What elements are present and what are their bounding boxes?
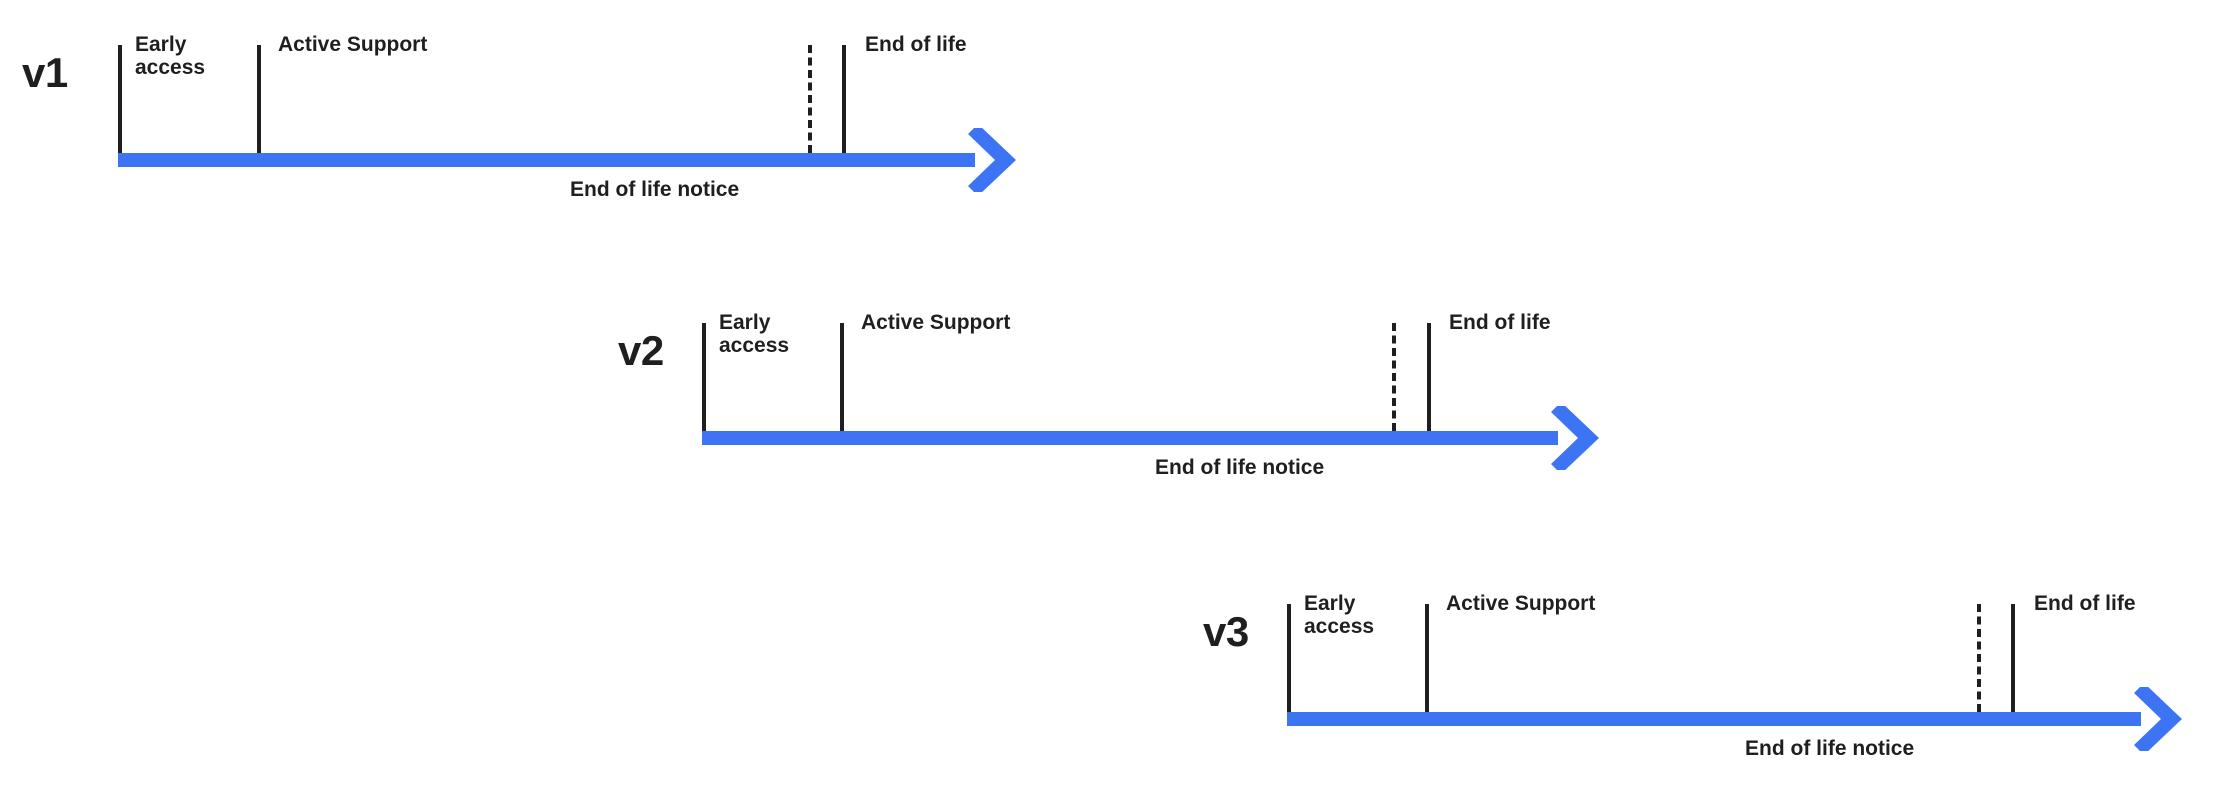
- arrow-right-icon: [1551, 406, 1599, 470]
- phase-divider-active-support: [840, 323, 844, 431]
- timeline-bar: [702, 431, 1558, 445]
- arrow-right-icon: [2134, 687, 2182, 751]
- phase-label-end-of-life: End of life: [1449, 311, 1551, 334]
- version-label: v2: [618, 327, 664, 374]
- end-of-life-notice-caption: End of life notice: [1155, 456, 1325, 479]
- phase-divider-active-support: [1425, 604, 1429, 712]
- phase-label-end-of-life: End of life: [2034, 592, 2136, 615]
- end-of-life-notice-caption: End of life notice: [1745, 737, 1915, 760]
- end-of-life-notice-dashed-divider: [1392, 323, 1396, 431]
- end-of-life-notice-caption: End of life notice: [570, 178, 740, 201]
- phase-label-early-access: Early access: [719, 311, 790, 358]
- phase-label-early-access: Early access: [1304, 592, 1375, 639]
- arrow-right-icon: [968, 128, 1016, 192]
- phase-divider-end-of-life: [1427, 323, 1431, 431]
- version-label: v3: [1203, 608, 1249, 655]
- timeline-bar: [118, 153, 975, 167]
- phase-divider-start: [702, 323, 706, 431]
- phase-label-early-access: Early access: [135, 33, 206, 80]
- phase-label-end-of-life: End of life: [865, 33, 967, 56]
- phase-divider-active-support: [257, 45, 261, 153]
- version-label: v1: [22, 49, 68, 96]
- timeline-bar: [1287, 712, 2141, 726]
- phase-divider-end-of-life: [2011, 604, 2015, 712]
- phase-divider-end-of-life: [842, 45, 846, 153]
- phase-label-active-support: Active Support: [1446, 592, 1596, 615]
- phase-label-active-support: Active Support: [278, 33, 428, 56]
- end-of-life-notice-dashed-divider: [808, 45, 812, 153]
- phase-divider-start: [1287, 604, 1291, 712]
- phase-divider-start: [118, 45, 122, 153]
- phase-label-active-support: Active Support: [861, 311, 1011, 334]
- end-of-life-notice-dashed-divider: [1977, 604, 1981, 712]
